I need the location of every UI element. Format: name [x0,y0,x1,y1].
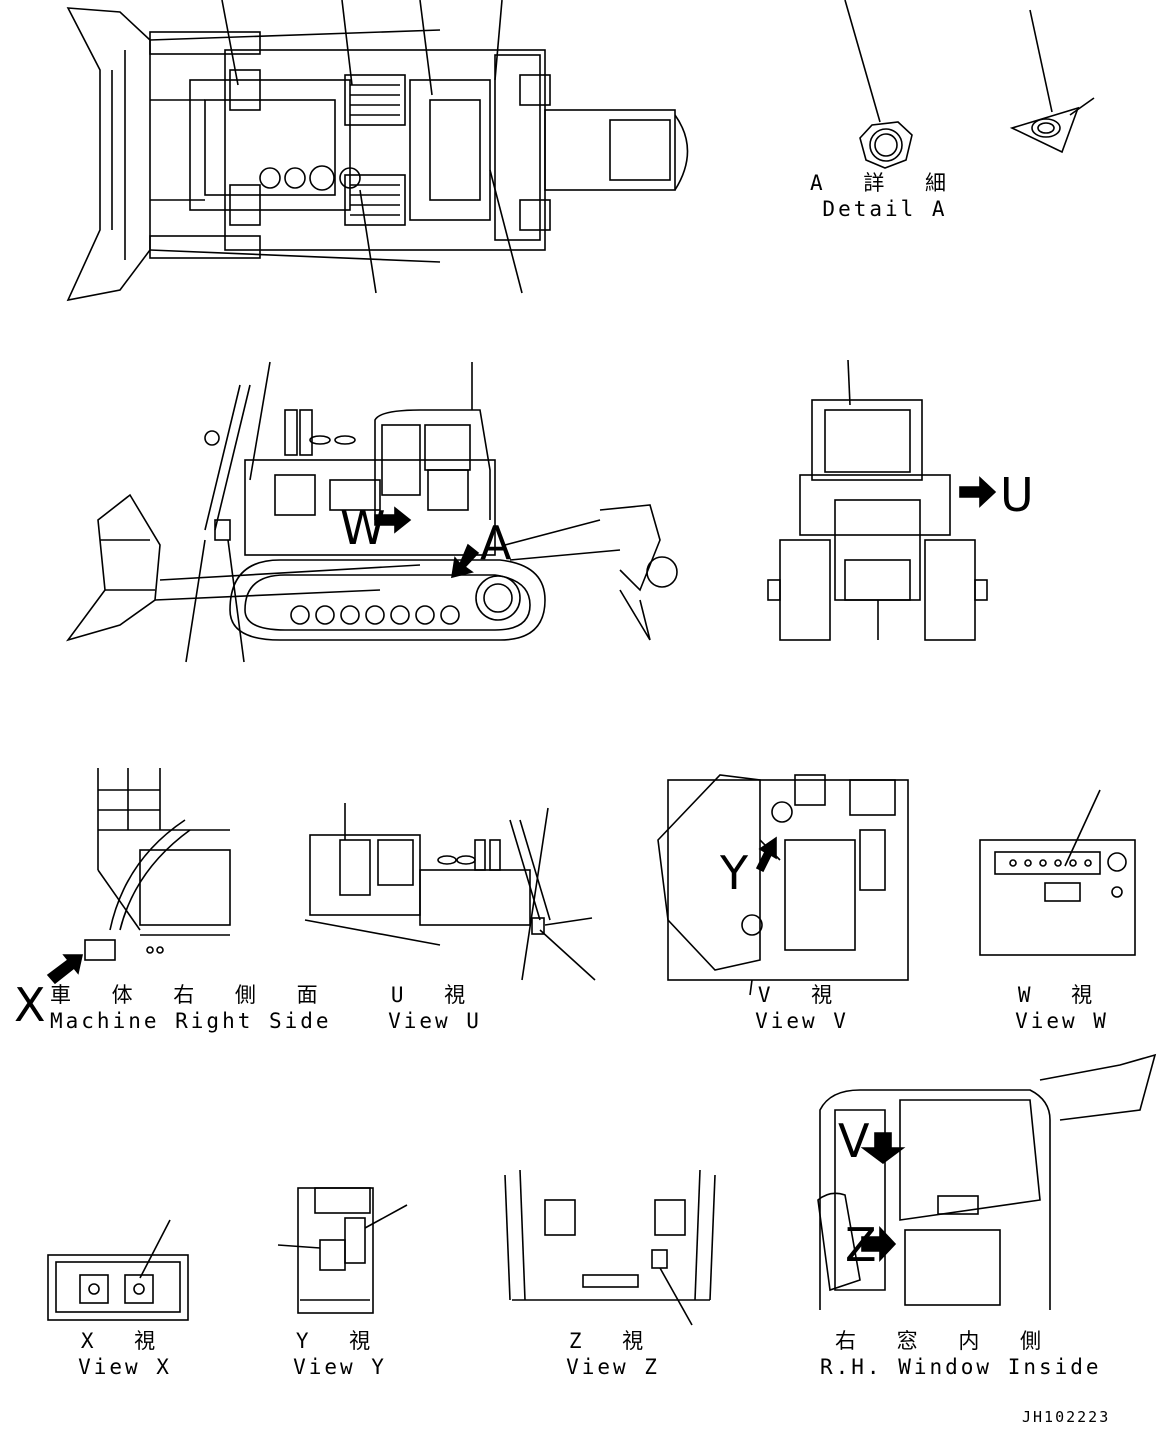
caption-view-u: U 視 View U [370,982,500,1034]
caption-view-u-en: View U [388,1009,482,1033]
view-u-drawing [304,803,596,981]
caption-machine-right-side: 車 体 右 側 面 Machine Right Side [50,982,332,1034]
view-letter-a: A [480,516,512,570]
view-w-drawing [979,789,1136,956]
caption-view-y-en: View Y [293,1355,387,1379]
caption-view-z-jp: Z 視 [568,1329,658,1353]
caption-view-z-en: View Z [566,1355,660,1379]
view-letter-v: V [838,1114,870,1168]
caption-rh-window-inside: 右 窓 内 側 R.H. Window Inside [820,1328,1102,1380]
view-y-drawing [277,1187,408,1314]
caption-view-y-jp: Y 視 [295,1329,385,1353]
machine-right-side-drawing [46,768,231,985]
caption-view-v: V 視 View V [737,982,867,1034]
view-letter-y: Y [720,846,749,900]
caption-machine-right-side-en: Machine Right Side [50,1009,332,1033]
caption-view-z: Z 視 View Z [548,1328,678,1380]
view-x-drawing [47,1219,189,1321]
view-letter-x: X [14,978,46,1032]
detail-a-drawing [844,0,1095,169]
caption-view-x: X 視 View X [60,1328,190,1380]
view-letter-u: U [1000,468,1034,522]
view-z-drawing [504,1169,716,1326]
caption-rh-window-inside-en: R.H. Window Inside [820,1355,1102,1379]
caption-view-v-jp: V 視 [757,983,847,1007]
top-view-drawing [66,0,689,302]
view-v-drawing [657,774,909,996]
drawing-code: JH102223 [1022,1408,1111,1426]
caption-view-u-jp: U 視 [390,983,480,1007]
side-view-drawing [65,361,678,663]
rh-window-inside-drawing [817,1053,1157,1310]
view-letter-w: W [340,501,386,555]
caption-view-x-jp: X 視 [80,1329,170,1353]
caption-machine-right-side-jp: 車 体 右 側 面 [50,983,332,1007]
caption-detail-a: A 詳 細 Detail A [800,170,970,222]
caption-view-w-en: View W [1015,1009,1109,1033]
caption-view-v-en: View V [755,1009,849,1033]
caption-rh-window-inside-jp: 右 窓 内 側 [835,1329,1055,1353]
caption-view-x-en: View X [78,1355,172,1379]
view-letter-z: Z [845,1218,877,1272]
front-view-drawing [767,359,997,641]
caption-view-w-jp: W 視 [1017,983,1107,1007]
caption-detail-a-en: Detail A [822,197,948,221]
caption-view-w: W 視 View W [997,982,1127,1034]
caption-view-y: Y 視 View Y [275,1328,405,1380]
caption-detail-a-jp: A 詳 細 [810,171,960,195]
